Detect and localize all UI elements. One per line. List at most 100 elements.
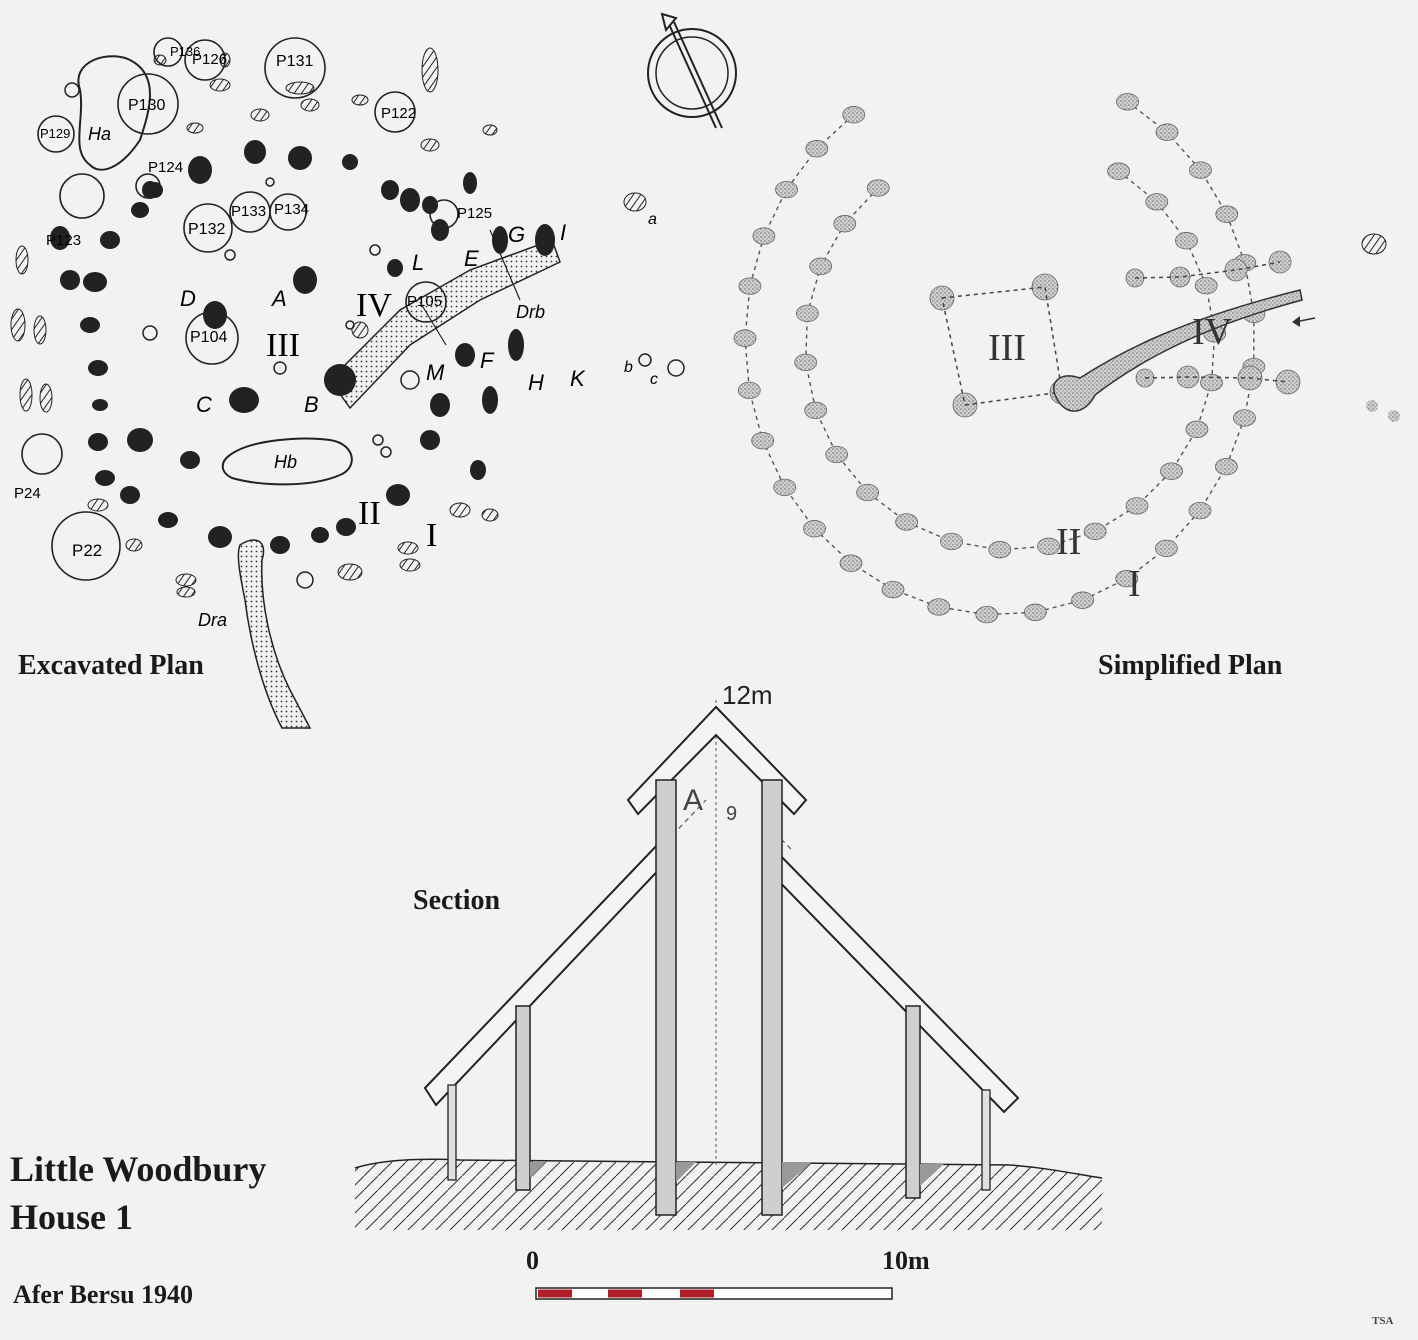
post-hole xyxy=(147,182,163,198)
post-circle xyxy=(135,173,161,199)
post-hole xyxy=(229,387,259,413)
post-hole xyxy=(387,259,403,277)
post-hole xyxy=(288,146,312,170)
post-hole-hatched xyxy=(250,108,270,122)
post-hole-hatched xyxy=(39,383,53,413)
simplified-post xyxy=(775,180,798,199)
post-circle xyxy=(429,199,459,229)
scale-segment xyxy=(608,1289,642,1298)
simplified-post xyxy=(1185,420,1209,438)
post-hole-circles-labelled xyxy=(21,37,459,581)
simplified-post xyxy=(927,598,951,616)
label-ha: Ha xyxy=(88,124,111,144)
post-hole-empty xyxy=(380,446,392,458)
excavated-letters: A B C D E F G H I K L M a b c xyxy=(180,211,658,417)
section-height-label: 12m xyxy=(722,680,773,710)
svg-text:E: E xyxy=(464,246,479,271)
svg-text:II: II xyxy=(358,495,381,532)
simplified-post xyxy=(895,513,918,531)
label-p131: P131 xyxy=(276,53,313,70)
post-hole xyxy=(492,226,508,254)
simplified-post xyxy=(839,554,863,572)
post-hole xyxy=(131,202,149,218)
simplified-post xyxy=(1233,409,1256,427)
post-hole xyxy=(95,470,115,486)
svg-text:IV: IV xyxy=(1192,311,1233,353)
post-hole xyxy=(430,393,450,417)
post-hole xyxy=(158,512,178,528)
scale-segment xyxy=(680,1289,714,1298)
post-hole xyxy=(180,451,200,469)
post-hole xyxy=(188,156,212,184)
label-p133: P133 xyxy=(231,203,266,220)
simplified-post xyxy=(804,401,828,419)
post-hole-hatched xyxy=(153,54,167,66)
excavated-plan: P136 P126 P131 P130 P122 P129 Ha P124 P1… xyxy=(10,37,685,729)
gully-dra xyxy=(237,539,312,729)
post-hole-hatched xyxy=(623,192,647,212)
post-hole-hatched xyxy=(351,321,369,339)
post-hole xyxy=(83,272,107,292)
simplified-post xyxy=(1125,497,1149,515)
svg-text:B: B xyxy=(304,392,319,417)
label-p130: P130 xyxy=(128,97,165,114)
post-hole xyxy=(470,460,486,480)
simplified-post xyxy=(773,478,797,497)
simplified-post xyxy=(825,445,849,464)
svg-text:I: I xyxy=(426,517,437,554)
post-hole-hatched xyxy=(397,541,419,555)
post-hole-empty xyxy=(265,177,275,187)
figure-title-line2: House 1 xyxy=(10,1197,134,1237)
simplified-post xyxy=(881,580,905,599)
label-p22: P22 xyxy=(72,541,102,560)
svg-text:M: M xyxy=(426,360,445,385)
svg-text:I: I xyxy=(1128,563,1141,605)
simplified-post xyxy=(737,381,761,400)
label-p125: P125 xyxy=(457,205,492,222)
post-hole xyxy=(311,527,329,543)
simplified-post xyxy=(1194,276,1218,295)
post-hole xyxy=(92,399,108,411)
post-hole-empty xyxy=(372,434,384,446)
post-hole xyxy=(293,266,317,294)
excavated-ring-numerals: I II III IV xyxy=(266,287,437,554)
simplified-post xyxy=(833,215,857,233)
post-circle xyxy=(21,433,63,475)
post-hole-hatched xyxy=(482,124,498,136)
label-hb: Hb xyxy=(274,452,297,472)
post-hole xyxy=(482,386,498,414)
simplified-post xyxy=(1224,258,1248,282)
simplified-post xyxy=(1083,522,1107,541)
pit-hb xyxy=(221,437,353,486)
label-p123: P123 xyxy=(46,232,81,249)
post-circle xyxy=(59,173,105,219)
post-hole xyxy=(203,301,227,329)
post-hole-hatched xyxy=(33,315,47,345)
svg-text:c: c xyxy=(650,371,658,388)
post-hole xyxy=(455,343,475,367)
post-circle xyxy=(117,73,179,135)
simplified-post xyxy=(752,227,776,245)
post-hole-hatched xyxy=(399,558,421,572)
svg-text:b: b xyxy=(624,359,633,376)
svg-text:IV: IV xyxy=(356,287,392,324)
section-label: Section xyxy=(413,885,501,916)
label-p105: P105 xyxy=(407,293,442,310)
simplified-post xyxy=(856,483,879,502)
svg-text:K: K xyxy=(570,366,586,391)
post-hole-hatched xyxy=(87,498,109,512)
north-arrow-icon xyxy=(647,12,737,129)
post-hole-hatched xyxy=(285,81,315,95)
post-circle xyxy=(37,115,75,153)
label-p132: P132 xyxy=(188,221,225,238)
svg-text:A: A xyxy=(270,286,287,311)
simplified-post xyxy=(1145,193,1169,211)
post-hole xyxy=(120,486,140,504)
post-hole xyxy=(80,317,100,333)
svg-text:I: I xyxy=(560,220,566,245)
simplified-post xyxy=(988,541,1012,559)
gully-drb xyxy=(329,239,561,410)
post-hole-hatched xyxy=(351,94,369,106)
simplified-post xyxy=(1188,501,1212,520)
figure-title-line1: Little Woodbury xyxy=(10,1149,267,1189)
